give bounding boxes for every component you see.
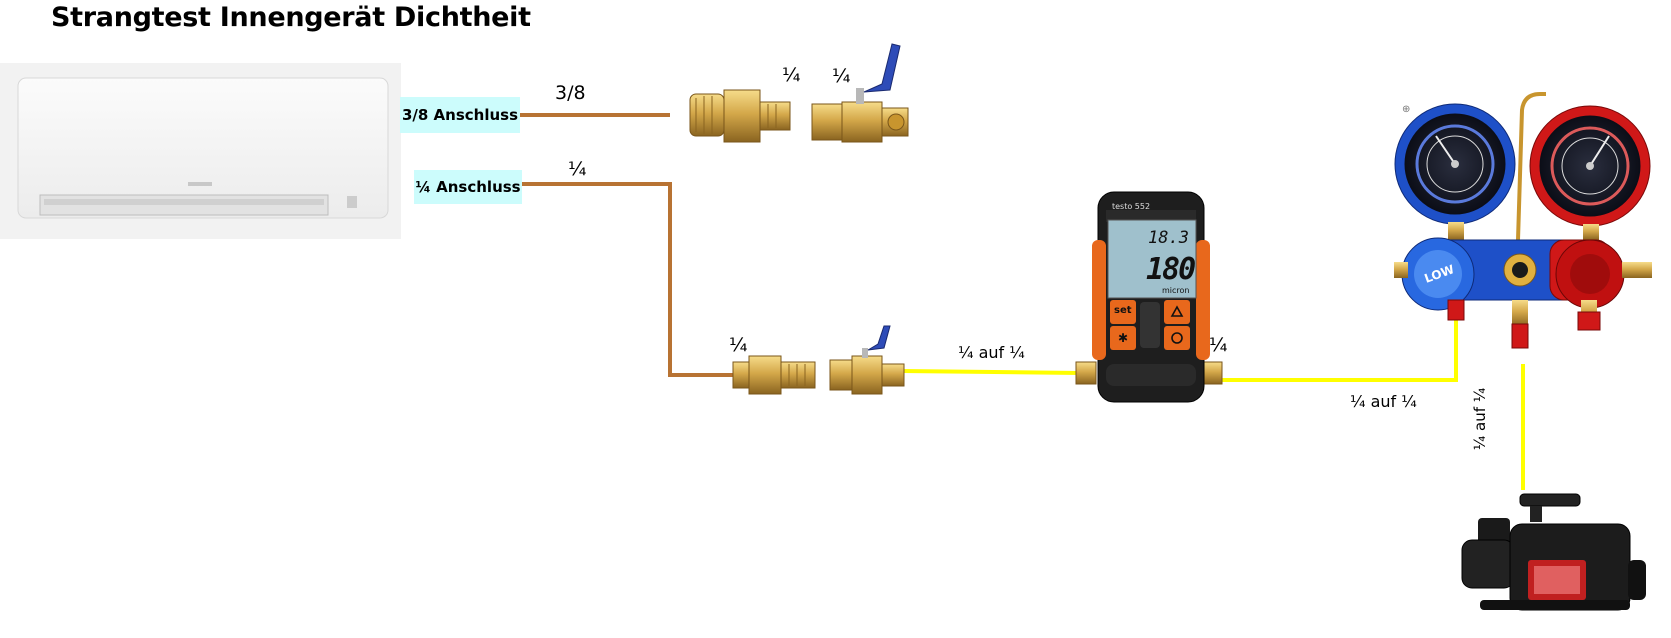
hose-label-valve-to-gauge: ¼ auf ¼ — [958, 343, 1025, 362]
svg-text:✱: ✱ — [1118, 331, 1128, 345]
vacuum-gauge-set-button: set — [1114, 305, 1132, 316]
vacuum-gauge-vac: 180 — [1146, 252, 1196, 287]
manifold-gauge-icon: ⊕ — [1394, 92, 1652, 349]
copper-line-14 — [522, 182, 735, 377]
hose-label-manifold-to-pump-text: ¼ auf ¼ — [1471, 387, 1489, 451]
brass-flare-adapter-icon — [689, 89, 791, 143]
fitting-label-top-adapter: ¼ — [782, 64, 801, 86]
digital-vacuum-gauge-icon: ✱ — [1075, 191, 1223, 403]
port-label-38: 3/8 Anschluss — [400, 97, 520, 133]
ac-indoor-unit-icon — [0, 63, 401, 239]
hose-gauge-to-manifold — [1218, 318, 1458, 382]
hose-label-gauge-to-manifold: ¼ auf ¼ — [1350, 392, 1417, 411]
fitting-label-top-valve: ¼ — [832, 65, 851, 87]
brass-adapter-mid-icon — [732, 355, 816, 395]
vacuum-pump-icon — [1461, 493, 1646, 611]
vacuum-gauge-unit: micron — [1162, 286, 1190, 295]
ball-valve-mid-icon — [829, 325, 905, 395]
fitting-label-mid-adapter: ¼ — [729, 334, 748, 356]
hose-valve-to-gauge — [901, 369, 1081, 375]
ball-valve-icon — [811, 43, 909, 143]
page-title: Strangtest Innengerät Dichtheit — [51, 2, 531, 33]
svg-text:⊕: ⊕ — [1402, 104, 1410, 115]
pipe-label-38: 3/8 — [555, 82, 586, 104]
pipe-label-14: ¼ — [568, 158, 587, 180]
vacuum-gauge-brand: testo 552 — [1112, 202, 1151, 211]
port-label-14: ¼ Anschluss — [414, 170, 522, 204]
fitting-label-gauge-out: ¼ — [1209, 334, 1228, 356]
vacuum-gauge-temp: 18.3 — [1148, 228, 1189, 248]
